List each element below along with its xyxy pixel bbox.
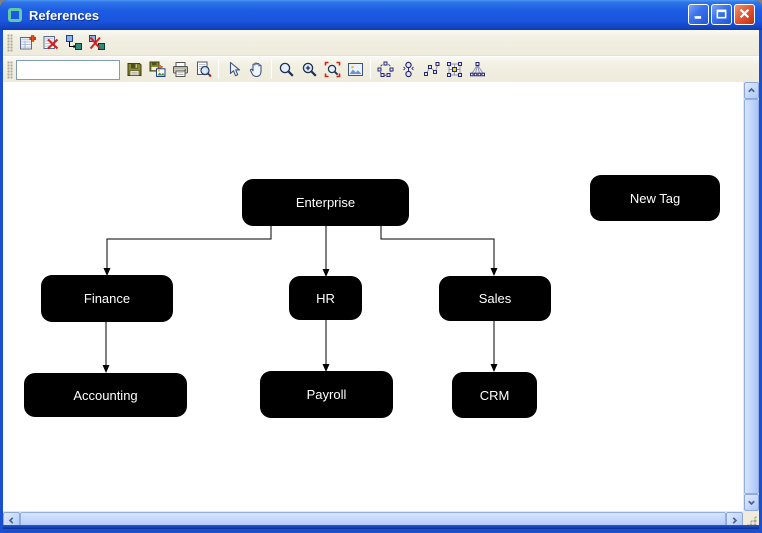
arrowhead bbox=[102, 365, 110, 373]
zoom-area-button[interactable] bbox=[321, 59, 344, 81]
tag-app-icon bbox=[8, 8, 22, 22]
tree-layout-button[interactable] bbox=[466, 59, 489, 81]
chevron-up-icon bbox=[747, 83, 756, 98]
export-image-button[interactable] bbox=[146, 59, 169, 81]
close-button[interactable] bbox=[734, 4, 755, 25]
node-crm[interactable]: CRM bbox=[452, 372, 537, 418]
add-tag-button[interactable] bbox=[16, 32, 39, 54]
window-bottom-border bbox=[3, 525, 759, 529]
chevron-left-icon bbox=[7, 513, 16, 528]
toolbar-grip[interactable] bbox=[7, 60, 13, 79]
random-layout-icon bbox=[423, 61, 440, 78]
delete-tag-button[interactable] bbox=[39, 32, 62, 54]
circular-layout-icon bbox=[377, 61, 394, 78]
node-new-tag[interactable]: New Tag bbox=[590, 175, 720, 221]
node-finance[interactable]: Finance bbox=[41, 275, 173, 322]
toolbar-separator bbox=[218, 60, 219, 79]
arrowhead bbox=[490, 364, 498, 372]
chevron-down-icon bbox=[747, 495, 756, 510]
pointer-tool-button[interactable] bbox=[222, 59, 245, 81]
pan-tool-button[interactable] bbox=[245, 59, 268, 81]
edge-enterprise-sales bbox=[380, 226, 495, 270]
link-tags-icon bbox=[65, 34, 82, 51]
fit-image-icon bbox=[347, 61, 364, 78]
unlink-tags-icon bbox=[88, 34, 105, 51]
vertical-scrollbar[interactable] bbox=[743, 82, 759, 511]
edge-enterprise-finance bbox=[106, 226, 272, 270]
toolbar-grip[interactable] bbox=[7, 33, 13, 52]
node-payroll[interactable]: Payroll bbox=[260, 371, 393, 418]
tag-toolbar-buttons bbox=[16, 32, 108, 54]
minimize-button[interactable] bbox=[688, 4, 709, 25]
add-tag-icon bbox=[19, 34, 36, 51]
fit-view-button[interactable] bbox=[344, 59, 367, 81]
zoom-in-icon bbox=[301, 61, 318, 78]
scroll-up-button[interactable] bbox=[744, 82, 759, 99]
zoom-icon bbox=[278, 61, 295, 78]
toolbar-text-input[interactable] bbox=[16, 59, 120, 80]
arrowhead bbox=[322, 364, 330, 372]
print-preview-icon bbox=[195, 61, 212, 78]
resize-grip[interactable] bbox=[743, 511, 759, 529]
node-sales[interactable]: Sales bbox=[439, 276, 551, 321]
minimize-icon bbox=[692, 7, 705, 23]
node-hr[interactable]: HR bbox=[289, 276, 362, 320]
zoom-area-icon bbox=[324, 61, 341, 78]
circular-layout-button[interactable] bbox=[374, 59, 397, 81]
hierarchic-layout-button[interactable] bbox=[443, 59, 466, 81]
arrowhead bbox=[322, 269, 330, 277]
scroll-down-button[interactable] bbox=[744, 494, 759, 511]
maximize-icon bbox=[715, 7, 728, 23]
random-layout-button[interactable] bbox=[420, 59, 443, 81]
unlink-tags-button[interactable] bbox=[85, 32, 108, 54]
zoom-tool-button[interactable] bbox=[275, 59, 298, 81]
arrowhead bbox=[490, 268, 498, 276]
zoom-in-button[interactable] bbox=[298, 59, 321, 81]
pan-hand-icon bbox=[248, 61, 265, 78]
titlebar[interactable]: References bbox=[0, 0, 762, 30]
print-button[interactable] bbox=[169, 59, 192, 81]
arrowhead bbox=[103, 268, 111, 276]
tag-toolbar bbox=[3, 30, 759, 56]
hierarchic-layout-icon bbox=[446, 61, 463, 78]
print-icon bbox=[172, 61, 189, 78]
tree-layout-icon bbox=[469, 61, 486, 78]
window-title: References bbox=[29, 7, 100, 23]
organic-layout-icon bbox=[400, 61, 417, 78]
toolbar-separator bbox=[271, 60, 272, 79]
maximize-button[interactable] bbox=[711, 4, 732, 25]
export-image-icon bbox=[149, 61, 166, 78]
chevron-right-icon bbox=[730, 513, 739, 528]
save-icon bbox=[126, 61, 143, 78]
pointer-icon bbox=[225, 61, 242, 78]
node-accounting[interactable]: Accounting bbox=[24, 373, 187, 417]
vertical-scroll-thumb[interactable] bbox=[744, 99, 759, 494]
toolbar-separator bbox=[370, 60, 371, 79]
window-controls bbox=[688, 4, 755, 25]
view-toolbar bbox=[3, 56, 759, 82]
diagram-edges bbox=[102, 226, 498, 373]
node-enterprise[interactable]: Enterprise bbox=[242, 179, 409, 226]
save-button[interactable] bbox=[123, 59, 146, 81]
print-preview-button[interactable] bbox=[192, 59, 215, 81]
view-toolbar-buttons bbox=[123, 59, 489, 81]
link-tags-button[interactable] bbox=[62, 32, 85, 54]
close-icon bbox=[738, 7, 751, 23]
delete-tag-icon bbox=[42, 34, 59, 51]
organic-layout-button[interactable] bbox=[397, 59, 420, 81]
